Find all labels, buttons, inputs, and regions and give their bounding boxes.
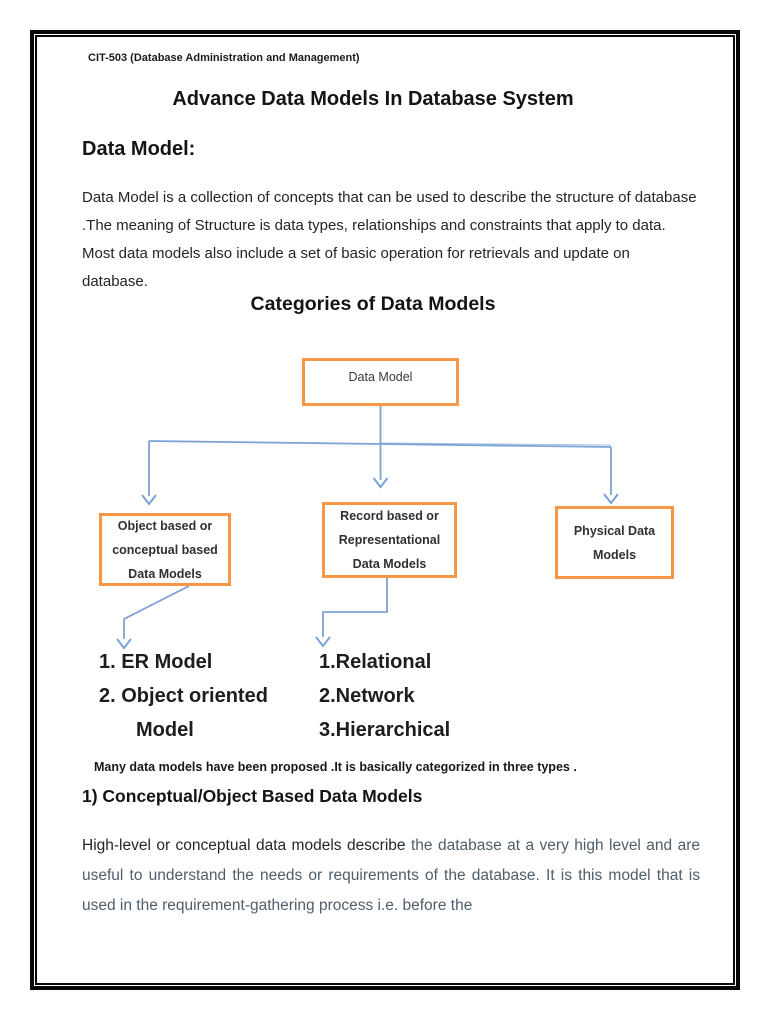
arrowhead-right-icon [603, 493, 619, 505]
diagram-box-physical-label: Physical Data Models [573, 523, 656, 562]
categories-heading: Categories of Data Models [250, 293, 496, 315]
arrowhead-center-icon [372, 477, 389, 489]
conceptual-heading: 1) Conceptual/Object Based Data Models [82, 786, 423, 806]
diagram-connector-lines [116, 406, 619, 650]
document-page: CIT-503 (Database Administration and Man… [30, 30, 740, 990]
conceptual-paragraph-rest: the database at a very high level and ar… [82, 837, 701, 914]
data-models-diagram: Data Model Object based or conceptual ba… [37, 337, 733, 757]
connector-horizontal-double [380, 442, 612, 446]
object-based-examples-list: 1. ER Model 2. Object oriented Model [99, 645, 311, 747]
data-model-paragraph: Data Model is a collection of concepts t… [82, 189, 697, 290]
data-model-heading: Data Model: [82, 138, 196, 160]
page-border-inner: CIT-503 (Database Administration and Man… [35, 35, 735, 985]
conceptual-paragraph: High-level or conceptual data models des… [82, 831, 700, 921]
diagram-box-record-based-label: Record based or Representational Data Mo… [338, 509, 441, 571]
diagram-box-physical: Physical Data Models [555, 506, 674, 579]
diagram-box-record-based: Record based or Representational Data Mo… [322, 502, 457, 578]
list-item: 2. Object oriented Model [99, 685, 268, 741]
connector-left-elbow [123, 585, 190, 639]
connector-horizontal [148, 440, 612, 448]
record-based-examples-list: 1.Relational 2.Network 3.Hierarchical [319, 645, 549, 747]
list-item: 2.Network [319, 685, 415, 707]
arrowhead-center-elbow-icon [315, 636, 331, 648]
diagram-box-data-model: Data Model [302, 358, 459, 406]
diagram-box-data-model-label: Data Model [348, 370, 413, 384]
conceptual-paragraph-lead: High-level or conceptual data models des… [82, 837, 406, 854]
note-text: Many data models have been proposed .It … [94, 760, 577, 774]
list-item: 1.Relational [319, 651, 432, 673]
connector-center-elbow [322, 578, 388, 637]
diagram-box-object-based: Object based or conceptual based Data Mo… [99, 513, 231, 586]
list-item: 3.Hierarchical [319, 719, 451, 741]
arrowhead-left-icon [141, 494, 157, 506]
arrowhead-left-elbow-icon [116, 638, 132, 650]
list-item: 1. ER Model [99, 651, 213, 673]
course-header: CIT-503 (Database Administration and Man… [88, 52, 360, 64]
document-title: Advance Data Models In Database System [172, 88, 574, 110]
diagram-box-object-based-label: Object based or conceptual based Data Mo… [112, 518, 218, 581]
